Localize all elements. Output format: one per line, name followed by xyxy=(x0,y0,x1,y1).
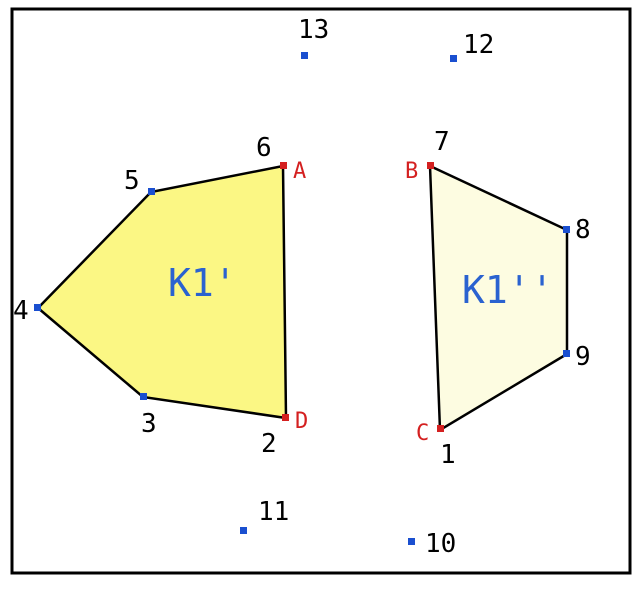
vertex-marker-a xyxy=(280,162,287,169)
point-marker-4 xyxy=(34,304,41,311)
point-label-2: 2 xyxy=(261,429,277,459)
vertex-label-a: A xyxy=(293,159,306,184)
point-label-3: 3 xyxy=(141,409,157,439)
vertex-marker-c xyxy=(437,425,444,432)
point-label-13: 13 xyxy=(298,15,329,45)
point-label-6: 6 xyxy=(256,133,272,163)
point-label-8: 8 xyxy=(575,215,591,245)
region-label-k1-prime: K1' xyxy=(168,261,237,305)
point-marker-9 xyxy=(563,350,570,357)
point-marker-12 xyxy=(450,55,457,62)
diagram-frame xyxy=(10,7,632,575)
point-label-5: 5 xyxy=(124,166,140,196)
region-label-k1-double-prime: K1'' xyxy=(462,268,554,312)
point-marker-11 xyxy=(240,527,247,534)
point-label-11: 11 xyxy=(258,497,289,527)
point-label-10: 10 xyxy=(425,529,456,559)
point-label-12: 12 xyxy=(463,30,494,60)
vertex-label-b: B xyxy=(405,159,418,184)
point-label-1: 1 xyxy=(440,440,456,470)
point-marker-5 xyxy=(148,188,155,195)
vertex-marker-b xyxy=(427,162,434,169)
point-label-9: 9 xyxy=(575,342,591,372)
vertex-label-d: D xyxy=(295,409,308,434)
point-marker-13 xyxy=(301,52,308,59)
vertex-marker-d xyxy=(282,414,289,421)
vertex-label-c: C xyxy=(416,421,429,446)
point-marker-8 xyxy=(563,226,570,233)
point-label-7: 7 xyxy=(434,127,450,157)
point-label-4: 4 xyxy=(13,296,29,326)
polygon-k1-prime xyxy=(36,164,288,420)
point-marker-3 xyxy=(140,393,147,400)
point-marker-10 xyxy=(408,538,415,545)
